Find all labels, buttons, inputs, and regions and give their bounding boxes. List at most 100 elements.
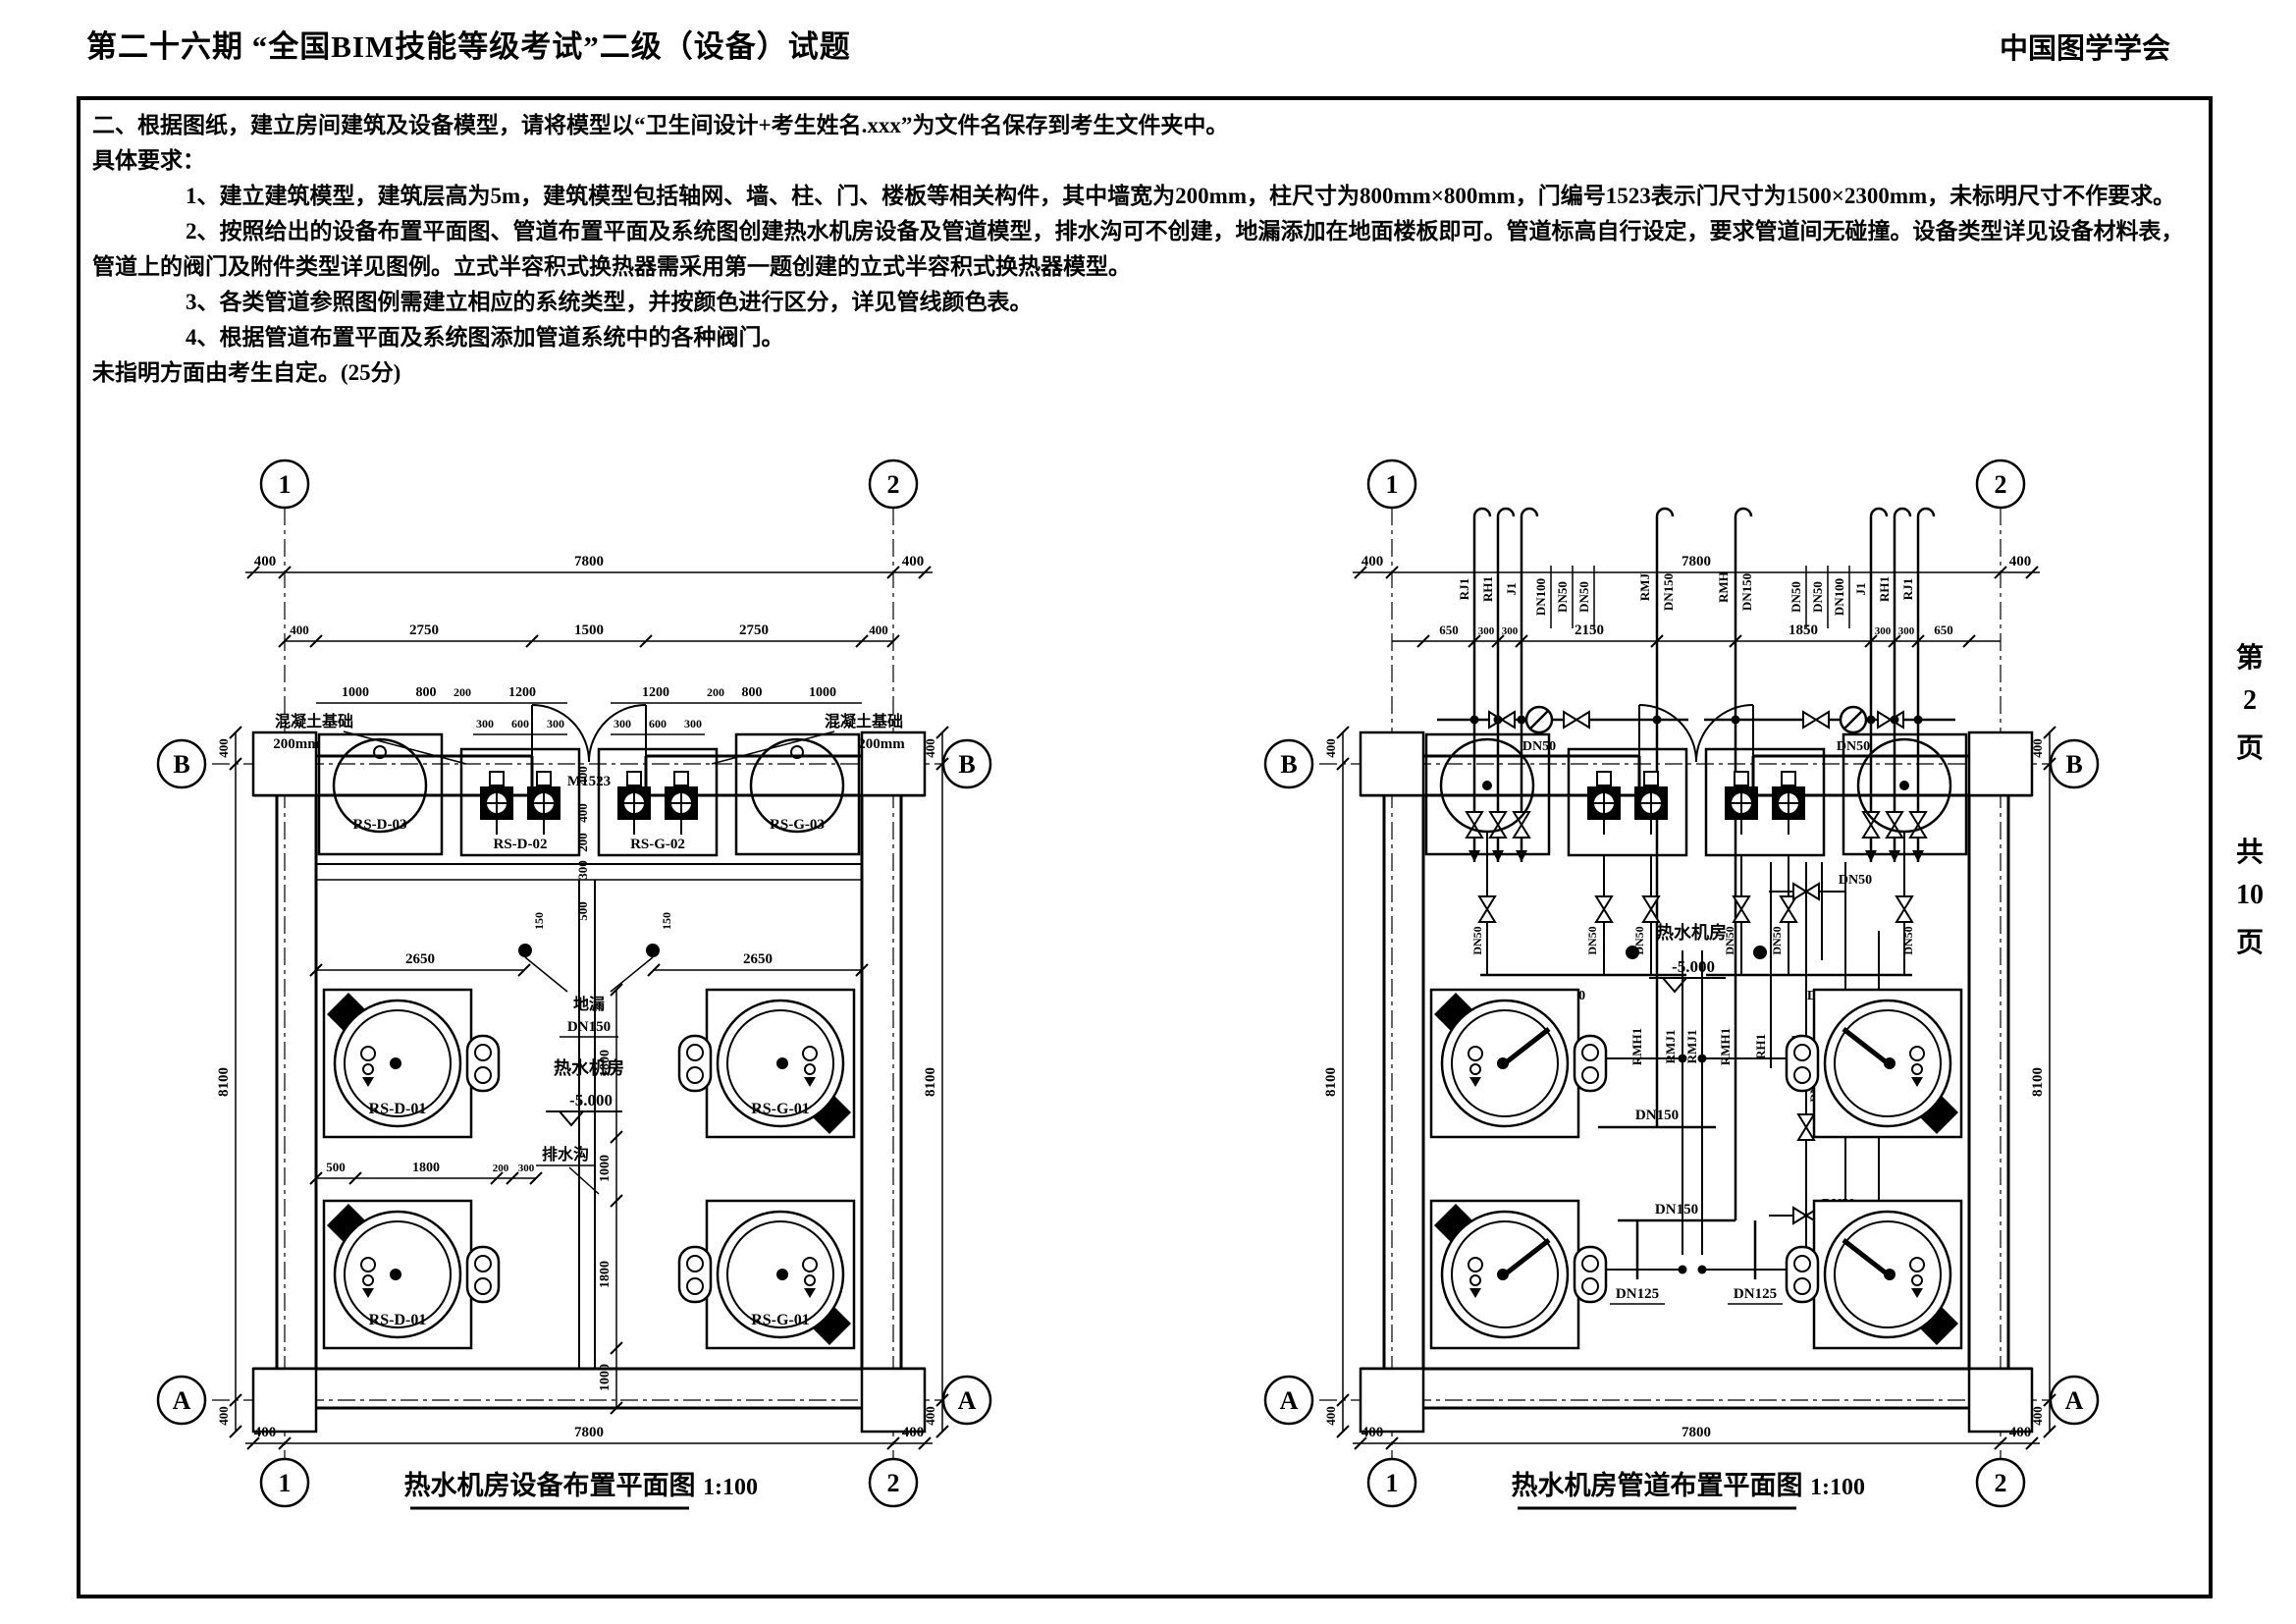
dim-label: 2750 (409, 623, 439, 638)
axis-bubble-label: 1 (279, 1469, 292, 1497)
pipe-size: DN50 (1837, 739, 1870, 754)
dim-label: 400 (216, 738, 231, 758)
caption-scale: 1:100 (703, 1475, 758, 1500)
pipe-size: DN150 (1655, 1202, 1698, 1218)
dim-label: 200 (454, 685, 471, 699)
dim-label: 600 (649, 717, 667, 731)
riser-tag: J1 (1504, 583, 1519, 596)
pump-icon (479, 771, 514, 836)
axis-bubble-label: A (958, 1386, 977, 1415)
dim-label: 300 (547, 717, 564, 731)
instruction-item-2: 2、按照给出的设备布置平面图、管道布置平面及系统图创建热水机房设备及管道模型，排… (92, 219, 2184, 279)
pipe-size: DN50 (1723, 926, 1736, 954)
inline-pump-icon (1524, 705, 1554, 734)
dim-label: 500 (575, 901, 590, 921)
dim-label: 1850 (1789, 623, 1818, 638)
equipment-plan-drawing: M1523 1 2 1 2 B B A A 400 7800 400 400 2… (156, 459, 992, 1510)
dim-label: 8100 (216, 1067, 232, 1097)
axis-bubble-label: 1 (1386, 1469, 1399, 1497)
pipe-size: DN125 (1616, 1286, 1659, 1302)
axis-bubble-label: 1 (1386, 470, 1399, 499)
walls (251, 731, 927, 1434)
caption-text: 热水机房设备布置平面图 (404, 1471, 696, 1500)
dim-label: 1500 (574, 623, 604, 638)
dim-label: 650 (1934, 623, 1953, 637)
dim-label: 150 (660, 912, 673, 930)
valve-icon (1909, 811, 1927, 839)
pipe-size: DN125 (1734, 1286, 1777, 1302)
instruction-item-3: 3、各类管道参照图例需建立相应的系统类型，并按颜色进行区分，详见管线颜色表。 (186, 290, 1033, 314)
dim-label: 2750 (739, 623, 769, 638)
caption-text: 热水机房管道布置平面图 (1512, 1470, 1803, 1500)
dim-label: 400 (254, 1425, 277, 1440)
elevation-label: -5.000 (1672, 957, 1715, 976)
plan-caption: 热水机房设备布置平面图 1:100 (404, 1471, 758, 1510)
tank-nozzle-icon (465, 1034, 501, 1093)
elevation-mark-icon (545, 1110, 598, 1126)
dim-label: 500 (326, 1160, 346, 1174)
riser-tag: RJ1 (1457, 578, 1471, 600)
instruction-item-4: 4、根据管道布置平面及系统图添加管道系统中的各种阀门。 (186, 325, 784, 350)
dim-label: 1000 (809, 685, 836, 700)
dim-label: 800 (742, 685, 763, 700)
double-door (1638, 704, 1754, 764)
equipment-tag: RS-G-02 (630, 837, 685, 852)
foundation-size: 200mm (858, 736, 905, 752)
dim-label: 7800 (574, 1425, 604, 1440)
pipe-tag: RMH1 (1629, 1028, 1644, 1065)
valve-icon (1797, 1113, 1815, 1141)
valve-icon (1466, 811, 1483, 839)
pageno-char: 10 (2236, 880, 2264, 910)
axis-bubble-label: A (2065, 1386, 2084, 1415)
tank-nozzle-icon (1785, 1245, 1820, 1304)
instruction-item-1: 1、建立建筑模型，建筑层高为5m，建筑模型包括轴网、墙、柱、门、楼板等相关构件，… (186, 184, 2176, 208)
pipe-size: DN150 (1739, 573, 1754, 611)
axis-bubble-label: 2 (887, 470, 900, 499)
pipe-size: DN50 (1810, 581, 1825, 613)
axis-bubble-label: 2 (1995, 1469, 2007, 1497)
pump-icon (664, 771, 699, 836)
valve-icon (1478, 895, 1496, 923)
axis-bubble-label: B (958, 750, 975, 779)
dim-label: 400 (1323, 738, 1338, 758)
dimension-lines: 400 7800 400 650 300 300 2150 1850 300 3… (1323, 554, 2056, 1450)
organization-name: 中国图学学会 (1999, 33, 2170, 65)
dim-label: 400 (2009, 1425, 2032, 1440)
dim-label: 400 (923, 1406, 937, 1426)
valve-icon (1780, 895, 1797, 923)
gutter-label: 排水沟 (542, 1145, 589, 1164)
tank-nozzle-icon (1785, 1034, 1820, 1093)
pipe-tag: RMH1 (1718, 1028, 1733, 1065)
pipe-tag: RMJ1 (1684, 1030, 1699, 1064)
elevation-label: -5.000 (569, 1091, 613, 1110)
dim-label: 2650 (743, 951, 773, 967)
pipe-size: DN50 (1576, 581, 1591, 613)
dim-label: 400 (1362, 554, 1384, 569)
axis-bubble-label: A (173, 1386, 191, 1415)
foundation-note: 混凝土基础 (275, 712, 353, 731)
instruction-intro: 二、根据图纸，建立房间建筑及设备模型，请将模型以“卫生间设计+考生姓名.xxx”… (92, 113, 1229, 137)
floor-drain-icon (518, 944, 532, 957)
pipe-size: DN150 (1661, 573, 1676, 611)
dim-label: 400 (1362, 1425, 1384, 1440)
axis-bubble-label: 1 (279, 470, 292, 499)
dimension-lines: 400 7800 400 400 2750 1500 2750 400 400 … (216, 554, 949, 1450)
inline-pump-icon (1839, 705, 1868, 734)
riser-tag: RH1 (1877, 576, 1892, 602)
dim-label: 600 (511, 717, 529, 731)
pipe-size: DN50 (1585, 926, 1599, 954)
pageno-char: 页 (2235, 733, 2264, 764)
floor-drain-icon (1626, 946, 1639, 959)
dim-label: 7800 (574, 554, 604, 569)
room-label: 热水机房 (1656, 922, 1727, 943)
dim-label: 300 (1478, 625, 1495, 637)
riser-tag: RMH (1716, 571, 1731, 603)
dim-label: 400 (902, 554, 925, 569)
axis-grid-lines (1319, 508, 2050, 1459)
dim-label: 7800 (1682, 1425, 1711, 1440)
dim-label: 400 (2030, 738, 2045, 758)
foundation-pads: RS-D-03 RS-D-02 RS-G-02 RS-G-03 混凝土基础 20… (273, 712, 905, 857)
drain-label: 地漏 (573, 995, 605, 1013)
pipe-size: DN50 (1770, 926, 1784, 954)
storage-tanks: RS-D-01 RS-D-01 RS-G-01 RS-G-01 (322, 988, 856, 1350)
